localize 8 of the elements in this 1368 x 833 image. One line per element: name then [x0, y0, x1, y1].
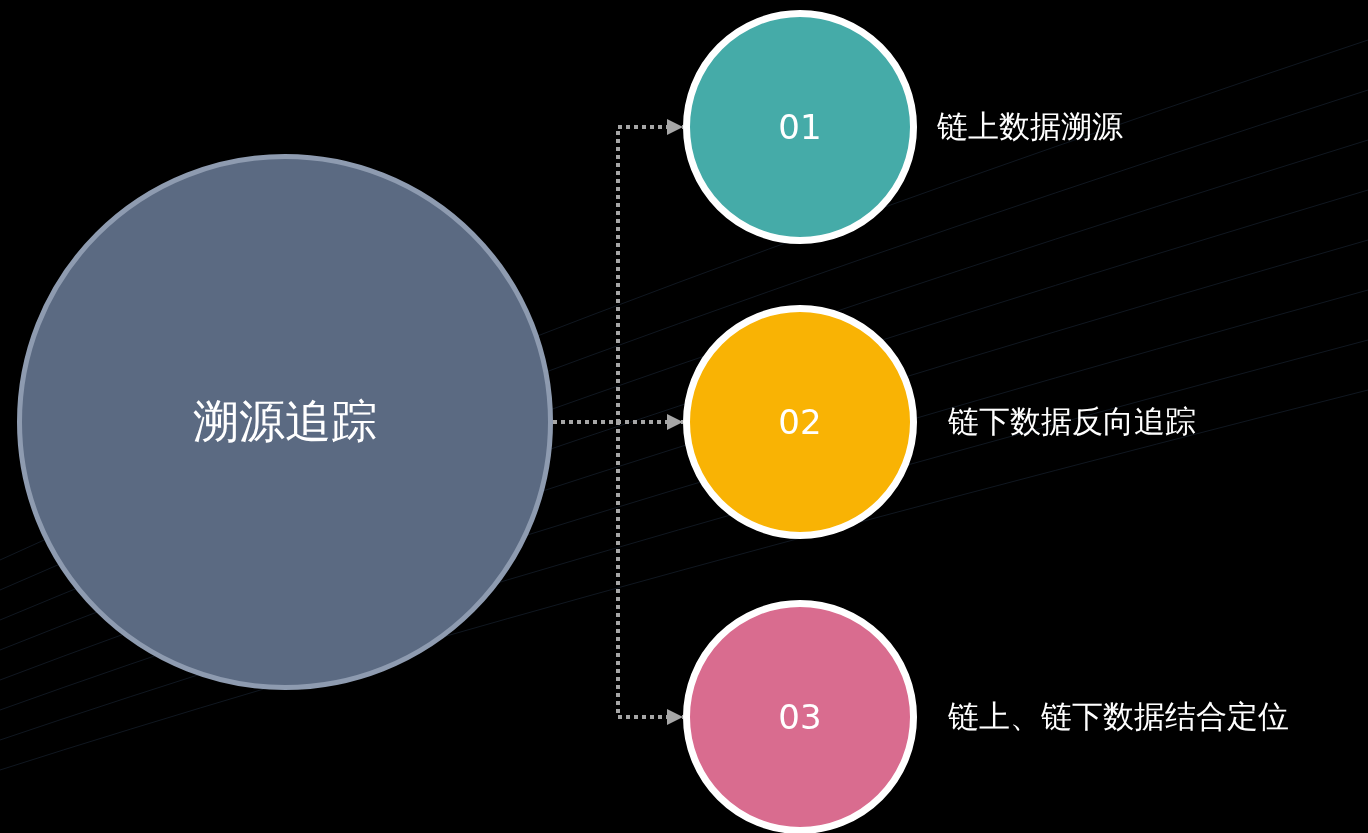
dotted-arrow [553, 420, 683, 725]
step-number: 02 [778, 402, 822, 442]
step-label: 链下数据反向追踪 [948, 402, 1196, 441]
step-number: 03 [778, 697, 822, 737]
step-number: 01 [778, 107, 822, 147]
step-label: 链上数据溯源 [937, 107, 1123, 146]
step-label: 链上、链下数据结合定位 [948, 697, 1289, 736]
node-title: 溯源追踪 [193, 393, 377, 450]
